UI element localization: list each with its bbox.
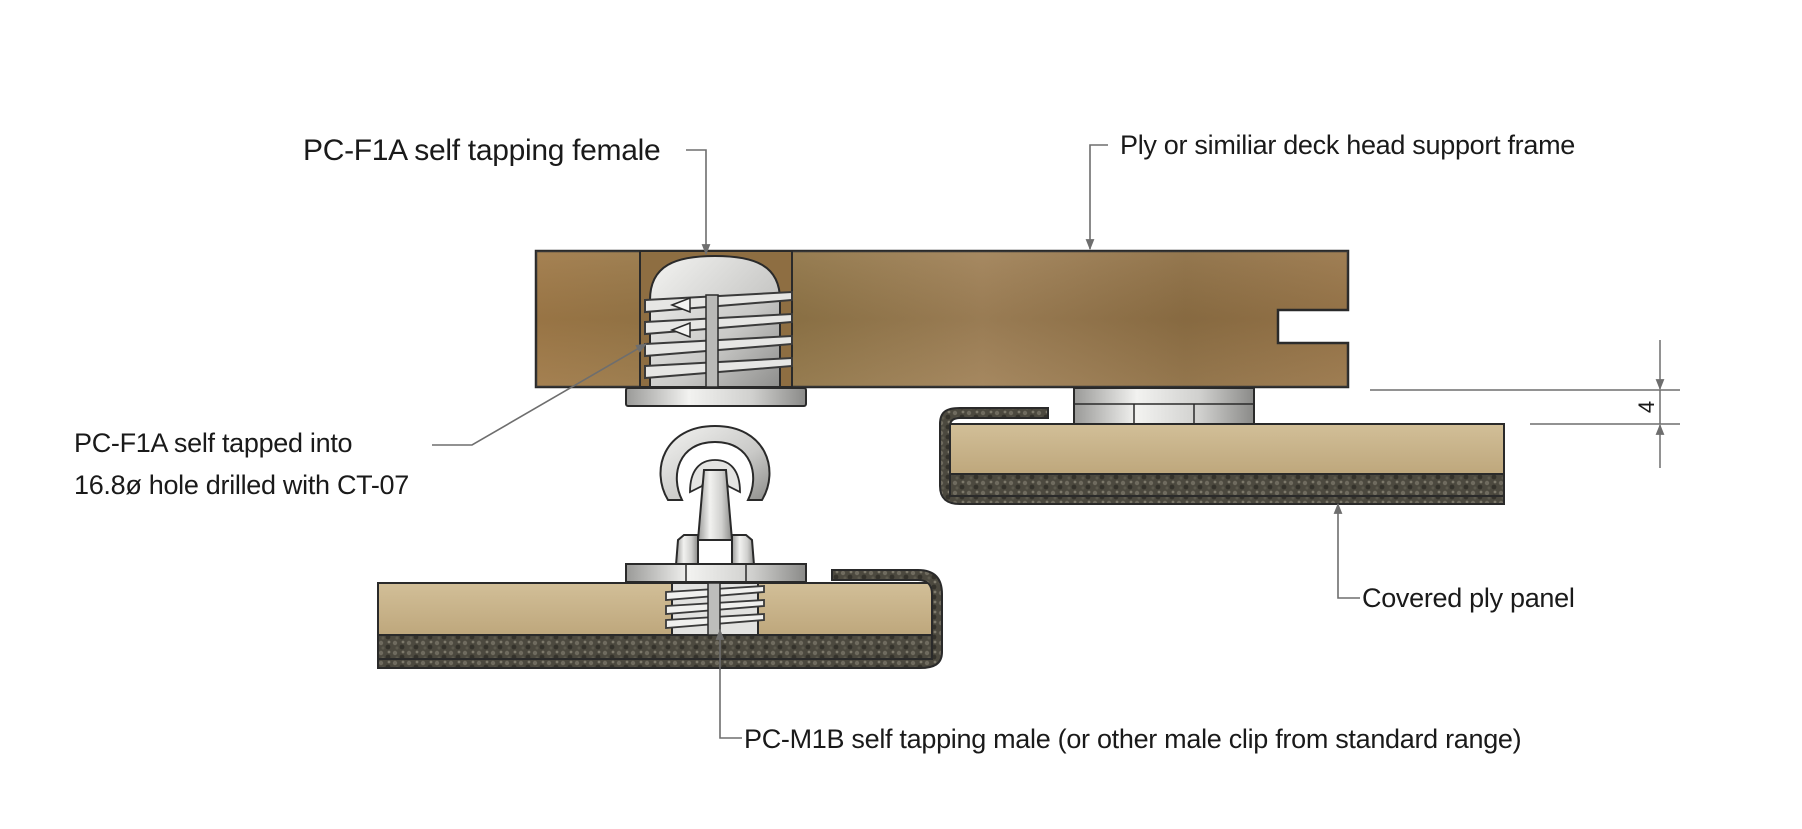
label-female-clip: PC-F1A self tapping female [303,134,660,167]
covered-panel-right [939,387,1505,505]
spacer-clip [1073,387,1255,425]
label-male-clip: PC-M1B self tapping male (or other male … [744,724,1521,754]
female-clip [625,254,807,407]
leader-covered-panel [1333,502,1360,599]
label-tapped-line1: PC-F1A self tapped into [74,428,352,458]
label-tapped-line2: 16.8ø hole drilled with CT-07 [74,470,409,500]
leader-support-frame [1085,144,1108,251]
leader-male-clip [715,628,742,739]
leader-lines [432,144,1360,739]
leader-female-clip [686,149,711,256]
covered-panel-left [377,569,943,669]
dimension-gap: 4 [1370,340,1680,468]
label-covered-panel: Covered ply panel [1362,583,1575,613]
label-support-frame: Ply or similiar deck head support frame [1120,130,1575,160]
dimension-value: 4 [1634,401,1659,413]
male-clip [625,424,807,583]
leader-tapped-into [432,343,647,446]
